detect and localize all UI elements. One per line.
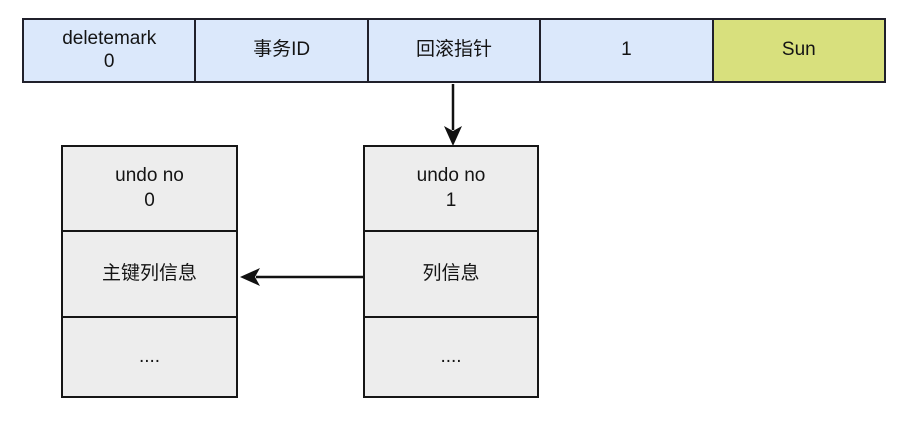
undo-record-1-box: undo no 1 列信息 .... (363, 145, 539, 398)
rollback-pointer-arrow (444, 84, 462, 146)
undo0-cell-undo-no: undo no 0 (63, 147, 236, 232)
undo0-cell-ellipsis: .... (138, 345, 161, 367)
undo-record-0-box: undo no 0 主键列信息 .... (61, 145, 238, 398)
header-cell-value-1: 1 (541, 20, 714, 81)
header-cell-rollback-pointer: 回滚指针 (368, 20, 542, 81)
undo1-cell-undo-no: undo no 1 (365, 147, 537, 232)
undo1-cell-column-info: 列信息 (365, 232, 537, 318)
header-cell-deletemark: deletemark 0 (24, 20, 197, 81)
undo0-cell-primary-key-info: 主键列信息 (63, 232, 236, 318)
record-header-row: deletemark 0 事务ID 回滚指针 1 Sun (22, 18, 886, 83)
header-cell-sun: Sun (713, 20, 885, 81)
undo1-cell-ellipsis: .... (440, 345, 462, 367)
undo-chain-arrow (240, 268, 363, 286)
header-cell-transaction-id: 事务ID (196, 20, 369, 81)
